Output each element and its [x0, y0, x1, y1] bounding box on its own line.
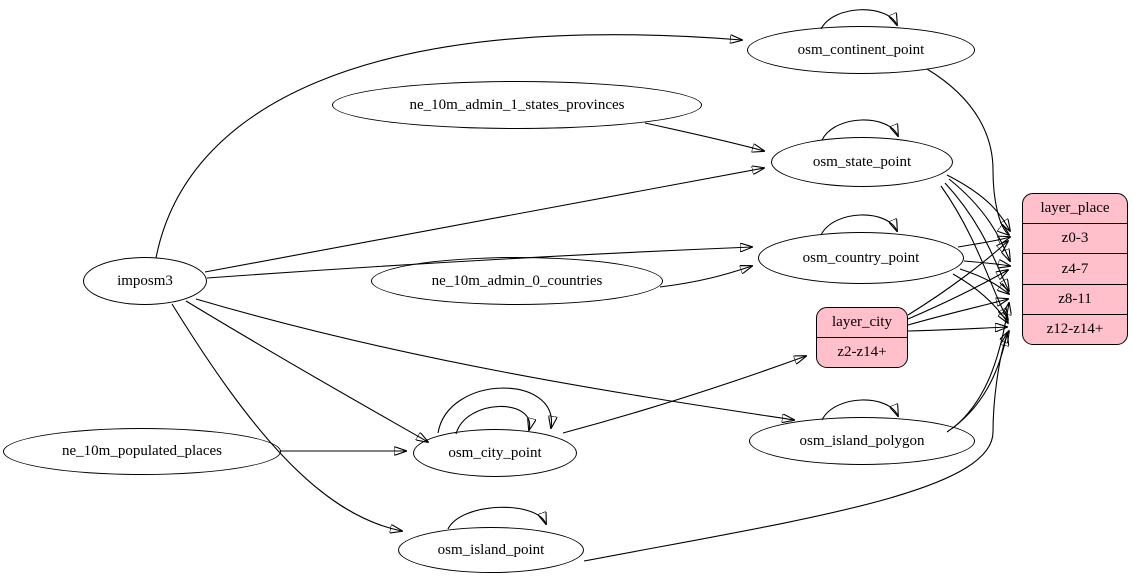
edge-osm_state_point-layer_place-z8-11 [944, 182, 1009, 291]
edge-osm_country_point-layer_place-z4-7 [963, 261, 1010, 266]
edge-osm_country_point-layer_place-z8-11 [959, 268, 1009, 294]
node-label: ne_10m_admin_1_states_provinces [409, 96, 625, 113]
node-osm-island-point: osm_island_point [398, 527, 584, 573]
self-loop-osm_island_point [447, 506, 546, 530]
record-row-z0-3: z0-3 [1023, 223, 1127, 253]
record-row-z2-z14: z2-z14+ [817, 337, 907, 367]
edge-osm_city_point-layer_city-z2-z14 [562, 356, 806, 434]
edge-imposm3-osm_island_polygon [195, 298, 794, 420]
node-osm-state-point: osm_state_point [771, 137, 953, 187]
edge-ne_10m_admin_0_countries-osm_country_point [659, 266, 752, 288]
node-label: ne_10m_admin_0_countries [431, 272, 603, 289]
node-osm-country-point: osm_country_point [758, 232, 964, 284]
record-row-z12-z14: z12-z14+ [1023, 313, 1127, 344]
edge-osm_island_polygon-layer_place-z8-11 [952, 303, 1009, 429]
edge-imposm3-osm_city_point [185, 300, 428, 442]
edge-layer_city-layer_place-z12-z14 [907, 327, 1007, 331]
edge-osm_island_polygon-layer_place-z12-z14 [946, 334, 1007, 433]
self-loop-outer-osm_city_point [437, 387, 552, 434]
node-layer-place: layer_place z0-3 z4-7 z8-11 z12-z14+ [1022, 193, 1128, 345]
node-label: osm_country_point [802, 249, 920, 266]
node-label: osm_state_point [812, 153, 912, 170]
edge-imposm3-osm_continent_point [155, 34, 742, 259]
node-label: imposm3 [117, 272, 173, 289]
node-label: osm_island_polygon [799, 432, 925, 449]
record-title: layer_place [1040, 200, 1110, 217]
edge-osm_country_point-layer_place-z0-3 [957, 237, 1010, 248]
edge-imposm3-osm_island_point [171, 303, 402, 531]
edge-osm_country_point-layer_place-z12-z14 [952, 273, 1008, 323]
record-title: layer_city [832, 314, 892, 330]
edge-osm_state_point-layer_place-z0-3 [946, 174, 1010, 231]
node-label: osm_continent_point [797, 41, 925, 58]
edge-imposm3-osm_state_point [204, 168, 764, 273]
node-layer-city: layer_city z2-z14+ [816, 307, 908, 368]
edge-ne_10m_admin_1_states_provinces-osm_state_point [644, 122, 764, 151]
node-label: osm_island_point [437, 541, 545, 558]
node-ne-10m-admin-1-states-provinces: ne_10m_admin_1_states_provinces [332, 81, 702, 129]
node-imposm3: imposm3 [83, 257, 207, 305]
node-osm-continent-point: osm_continent_point [747, 26, 975, 74]
record-row-z8-11: z8-11 [1023, 283, 1127, 314]
record-row-z4-7: z4-7 [1023, 253, 1127, 283]
node-ne-10m-admin-0-countries: ne_10m_admin_0_countries [371, 257, 663, 305]
node-label: ne_10m_populated_places [62, 443, 222, 459]
node-label: osm_city_point [448, 444, 542, 461]
edge-layer_city-layer_place-z8-11 [907, 299, 1008, 326]
node-ne-10m-populated-places: ne_10m_populated_places [3, 428, 281, 475]
node-osm-city-point: osm_city_point [413, 429, 577, 477]
node-osm-island-polygon: osm_island_polygon [749, 417, 975, 465]
